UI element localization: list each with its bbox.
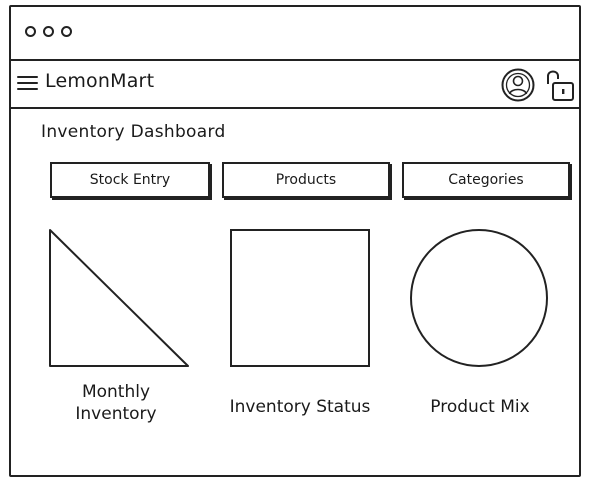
page-title: Inventory Dashboard <box>41 122 226 142</box>
browser-window: LemonMart <box>9 5 581 477</box>
unlocked-padlock-icon[interactable] <box>543 67 577 103</box>
monthly-inventory-caption-line1: Monthly <box>81 382 151 402</box>
hamburger-icon[interactable] <box>17 75 39 91</box>
avatar-icon[interactable] <box>501 68 535 102</box>
stock-entry-button[interactable]: Stock Entry <box>50 162 210 198</box>
products-button[interactable]: Products <box>222 162 390 198</box>
inventory-status-chart-placeholder[interactable] <box>228 224 372 370</box>
inventory-status-caption: Inventory Status <box>229 397 371 417</box>
window-control-dot-1[interactable] <box>25 26 36 37</box>
product-mix-chart-placeholder[interactable] <box>406 224 552 370</box>
window-titlebar <box>11 7 579 61</box>
app-toolbar: LemonMart <box>11 61 579 109</box>
monthly-inventory-caption: Monthly Inventory <box>46 381 186 425</box>
window-control-dot-2[interactable] <box>43 26 54 37</box>
app-title: LemonMart <box>45 70 155 92</box>
product-mix-caption: Product Mix <box>430 397 530 417</box>
monthly-inventory-chart-placeholder[interactable] <box>46 224 192 370</box>
window-control-dot-3[interactable] <box>61 26 72 37</box>
monthly-inventory-caption-line2: Inventory <box>75 404 157 424</box>
categories-button[interactable]: Categories <box>402 162 570 198</box>
